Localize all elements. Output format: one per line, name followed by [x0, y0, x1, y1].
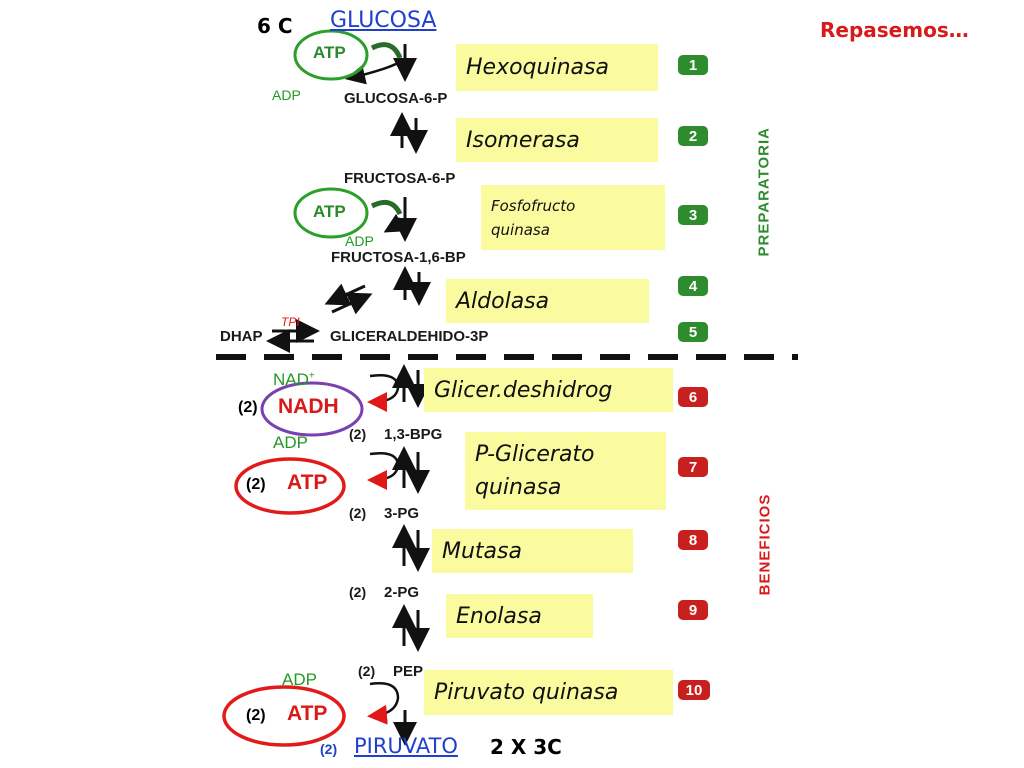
- enzyme-p-glicerato-quinasa: P-Glicerato quinasa: [465, 432, 666, 510]
- enzyme-piruvato-quinasa: Piruvato quinasa: [424, 670, 673, 715]
- step-badge-9: 9: [678, 600, 708, 620]
- carbon-label: 6 C: [257, 14, 293, 38]
- enzyme-fosfofructo-line1: Fosfofructo: [491, 196, 576, 215]
- atp1-ring: [293, 29, 369, 81]
- metabolite-2pg-prefix: (2): [349, 584, 367, 600]
- metabolite-pyruvate-prefix: (2): [320, 741, 338, 757]
- enzyme-mutasa: Mutasa: [432, 529, 633, 573]
- aldolase-split-arrows: [266, 283, 373, 353]
- metabolite-dhap: DHAP: [220, 328, 263, 345]
- step-badge-6: 6: [678, 387, 708, 407]
- atp4-prefix: (2): [246, 707, 266, 724]
- nadh-label: NADH: [278, 395, 339, 418]
- phase-label-beneficios: BENEFICIOS: [756, 493, 774, 596]
- product-count: 2 X 3C: [490, 735, 562, 759]
- enzyme-enolasa: Enolasa: [446, 594, 593, 638]
- nadh-formation-arrow: [367, 374, 400, 412]
- review-title: Repasemos…: [820, 18, 969, 42]
- metabolite-13bpg: 1,3-BPG: [384, 426, 443, 443]
- atp4-ring: [222, 685, 346, 747]
- metabolite-3pg-prefix: (2): [349, 505, 367, 521]
- tpi-label: TPI: [281, 315, 300, 329]
- enzyme-pglicerato-line2: quinasa: [475, 475, 562, 500]
- atp3-prefix: (2): [246, 476, 266, 493]
- reaction-arrows: [390, 44, 431, 746]
- step-badge-2: 2: [678, 126, 708, 146]
- start-molecule-glucosa: GLUCOSA: [330, 8, 437, 33]
- atp4-formation-arrow: [367, 682, 400, 725]
- enzyme-pglicerato-line1: P-Glicerato: [475, 442, 595, 467]
- enzyme-hexoquinasa: Hexoquinasa: [456, 44, 658, 91]
- step-badge-4: 4: [678, 276, 708, 296]
- phase-label-preparatoria: PREPARATORIA: [755, 126, 773, 257]
- atp3-ring: [234, 457, 346, 515]
- enzyme-isomerasa: Isomerasa: [456, 118, 658, 162]
- adp3-label: ADP: [273, 433, 308, 452]
- adp1-label: ADP: [272, 87, 301, 103]
- atp1-label: ATP: [313, 43, 346, 62]
- adp2-release-arrow: [383, 213, 406, 233]
- atp2-consumption-arrow: [370, 199, 403, 216]
- nadh-ring: [260, 381, 364, 437]
- metabolite-3pg: 3-PG: [384, 505, 420, 522]
- nad-label: NAD+: [273, 370, 315, 389]
- step-badge-8: 8: [678, 530, 708, 550]
- enzyme-fosfofructoquinasa: Fosfofructo quinasa: [481, 185, 665, 250]
- metabolite-pep: PEP: [393, 663, 424, 680]
- step-badge-7: 7: [678, 457, 708, 477]
- atp2-label: ATP: [313, 202, 346, 221]
- enzyme-aldolasa: Aldolasa: [446, 279, 649, 323]
- adp4-label: ADP: [282, 670, 317, 689]
- atp3-label: ATP: [287, 471, 328, 494]
- enzyme-glicer-deshidrog: Glicer.deshidrog: [424, 368, 673, 412]
- metabolite-glyceraldehyde-3p: GLICERALDEHIDO-3P: [330, 328, 489, 345]
- atp1-consumption-arrow: [370, 42, 403, 60]
- cofactor-arrows: [345, 42, 406, 725]
- metabolite-fructose-6-p: FRUCTOSA-6-P: [344, 170, 456, 187]
- atp2-ring: [293, 187, 369, 239]
- atp3-formation-arrow: [367, 452, 400, 490]
- metabolite-pyruvate: PIRUVATO: [354, 734, 458, 758]
- step-badge-10: 10: [678, 680, 710, 700]
- nadh-prefix: (2): [238, 399, 258, 416]
- step-badge-3: 3: [678, 205, 708, 225]
- metabolite-fructose-1-6-bp: FRUCTOSA-1,6-BP: [331, 249, 466, 266]
- step-badge-1: 1: [678, 55, 708, 75]
- atp4-label: ATP: [287, 702, 328, 725]
- adp2-label: ADP: [345, 233, 374, 249]
- enzyme-fosfofructo-line2: quinasa: [491, 220, 550, 239]
- adp1-release-arrow: [345, 60, 401, 85]
- metabolite-13bpg-prefix: (2): [349, 426, 367, 442]
- metabolite-2pg: 2-PG: [384, 584, 420, 601]
- step-badge-5: 5: [678, 322, 708, 342]
- metabolite-pep-prefix: (2): [358, 663, 376, 679]
- metabolite-glucose-6-p: GLUCOSA-6-P: [344, 90, 448, 107]
